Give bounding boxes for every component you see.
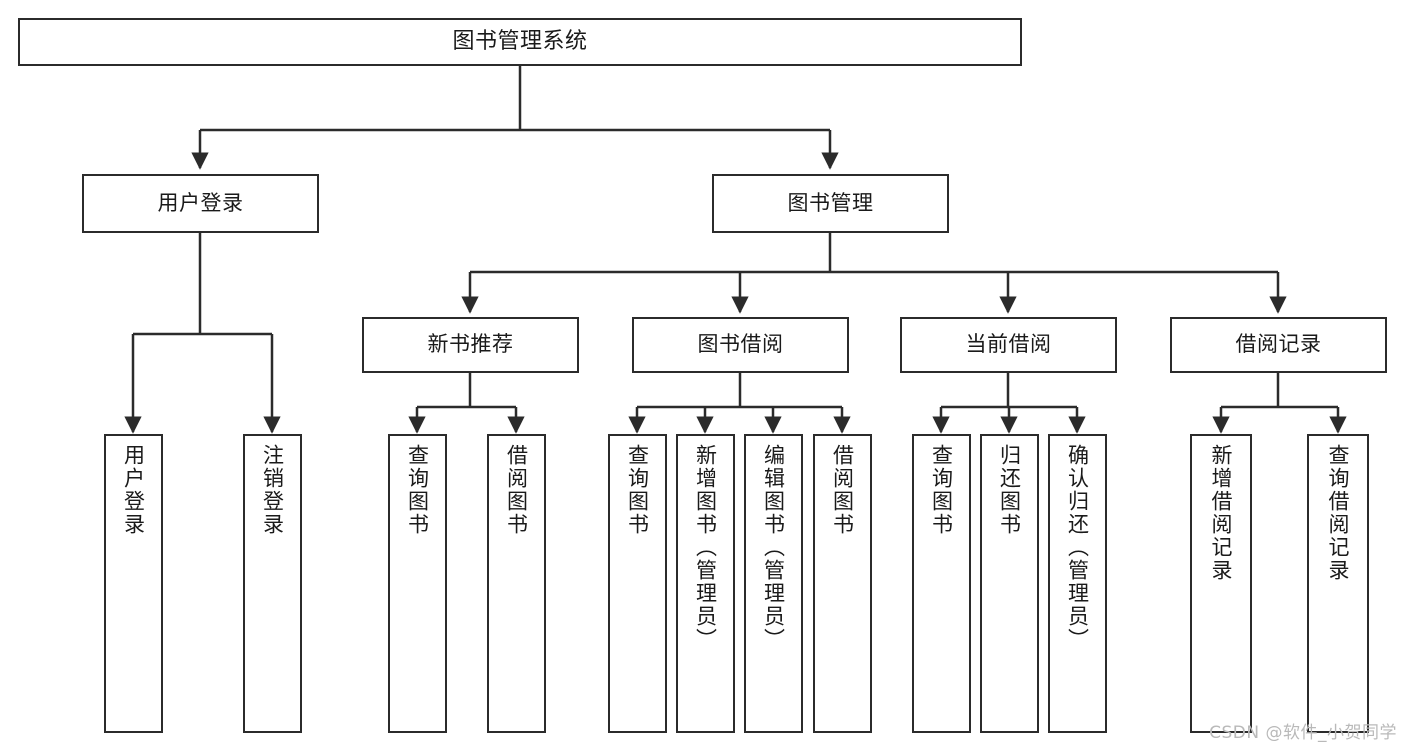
node-borrow-record-label: 借阅记录 (1235, 332, 1322, 357)
watermark-text: CSDN @软件_小贺同学 (1209, 723, 1397, 743)
node-book-management-label: 图书管理 (787, 190, 874, 215)
node-user-login-label: 用户登录 (157, 190, 244, 215)
leaf-current-borrow-2-label: 归还图书 (997, 444, 1022, 536)
node-root-label: 图书管理系统 (452, 29, 588, 55)
leaf-book-borrow-2[interactable]: 新增图书（管理员） (676, 434, 735, 733)
node-new-book-recommend[interactable]: 新书推荐 (362, 317, 579, 373)
node-new-book-recommend-label: 新书推荐 (427, 332, 514, 357)
leaf-user-login-2-label: 注销登录 (260, 444, 285, 536)
leaf-book-borrow-2-label: 新增图书（管理员） (693, 444, 718, 651)
leaf-current-borrow-3-label: 确认归还（管理员） (1065, 444, 1090, 651)
leaf-current-borrow-1-label: 查询图书 (929, 444, 954, 536)
leaf-book-borrow-3[interactable]: 编辑图书（管理员） (744, 434, 803, 733)
leaf-user-login-1-label: 用户登录 (121, 444, 146, 536)
node-current-borrow[interactable]: 当前借阅 (900, 317, 1117, 373)
leaf-new-book-2[interactable]: 借阅图书 (487, 434, 546, 733)
node-book-management[interactable]: 图书管理 (712, 174, 949, 233)
leaf-new-book-2-label: 借阅图书 (504, 444, 529, 536)
node-root[interactable]: 图书管理系统 (18, 18, 1022, 66)
leaf-book-borrow-1[interactable]: 查询图书 (608, 434, 667, 733)
leaf-user-login-2[interactable]: 注销登录 (243, 434, 302, 733)
leaf-current-borrow-2[interactable]: 归还图书 (980, 434, 1039, 733)
leaf-borrow-record-1[interactable]: 新增借阅记录 (1190, 434, 1252, 733)
leaf-user-login-1[interactable]: 用户登录 (104, 434, 163, 733)
node-user-login[interactable]: 用户登录 (82, 174, 319, 233)
leaf-book-borrow-4-label: 借阅图书 (830, 444, 855, 536)
leaf-current-borrow-3[interactable]: 确认归还（管理员） (1048, 434, 1107, 733)
leaf-new-book-1[interactable]: 查询图书 (388, 434, 447, 733)
leaf-borrow-record-2[interactable]: 查询借阅记录 (1307, 434, 1369, 733)
node-current-borrow-label: 当前借阅 (965, 332, 1052, 357)
leaf-book-borrow-4[interactable]: 借阅图书 (813, 434, 872, 733)
leaf-new-book-1-label: 查询图书 (405, 444, 430, 536)
node-book-borrow[interactable]: 图书借阅 (632, 317, 849, 373)
leaf-borrow-record-1-label: 新增借阅记录 (1209, 444, 1234, 582)
leaf-borrow-record-2-label: 查询借阅记录 (1326, 444, 1351, 582)
node-borrow-record[interactable]: 借阅记录 (1170, 317, 1387, 373)
leaf-book-borrow-3-label: 编辑图书（管理员） (761, 444, 786, 651)
node-book-borrow-label: 图书借阅 (697, 332, 784, 357)
leaf-current-borrow-1[interactable]: 查询图书 (912, 434, 971, 733)
leaf-book-borrow-1-label: 查询图书 (625, 444, 650, 536)
